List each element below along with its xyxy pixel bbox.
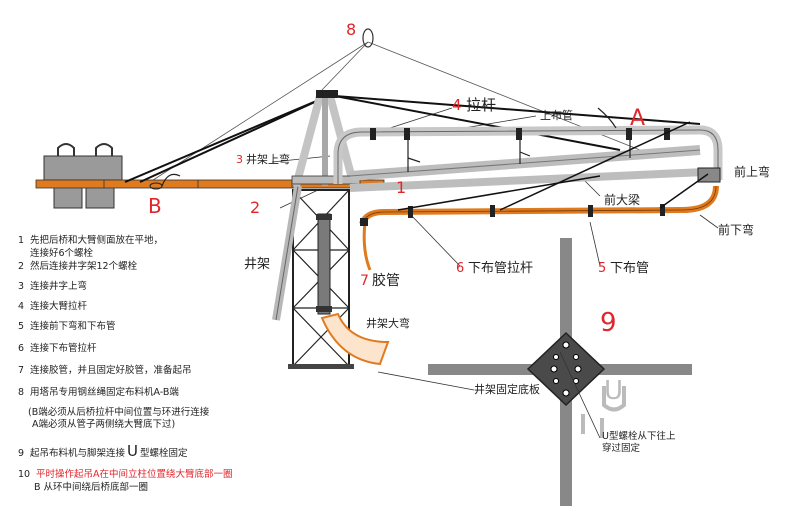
number-9: 9 [600,308,617,338]
lower-pipe-tie-rod-label: 下布管拉杆 [468,261,534,276]
mast-label: 井架 [244,257,271,272]
u-symbol: U [604,376,624,406]
point-a: A [630,106,646,131]
num-1: 1 [396,178,407,197]
a-note: A端必须从管子两侧绕大臂底下过) [32,419,176,430]
point-b: B [148,194,162,218]
b-note: (B端必须从后桥拉杆中间位置与环进行连接 [28,407,210,418]
mast [288,189,354,369]
lower-pipe-tie-rod-num: 6 [456,261,465,276]
front-main-beam-label: 前大梁 [604,193,641,207]
upper-pipe-label: 上布管 [540,109,573,122]
counterweights [43,143,123,209]
step-1b: 连接好6个螺栓 [30,248,94,259]
base-plate-label: 井架固定底板 [474,383,540,396]
hose [320,312,390,366]
u-bolt-note-1: U型螺栓从下往上 [602,431,676,442]
tie-rod-label: 拉杆 [466,96,497,114]
mast-big-bend-label: 井架大弯 [366,317,410,330]
front-upper-bend-label: 前上弯 [734,165,771,179]
upper-pipe [333,125,723,184]
num-2: 2 [250,198,261,217]
tie-rod-num: 4 [452,96,462,114]
step-10b: B 从环中间绕后桥底部一圈 [34,482,149,493]
u-bolt-note-2: 穿过固定 [602,443,641,454]
hose-label: 胶管 [372,273,400,289]
mast-upper-bend-label: 井架上弯 [246,153,290,166]
front-lower-bend-label: 前下弯 [718,223,755,237]
hose-num: 7 [360,273,369,289]
lower-pipe [359,121,719,226]
base-plate-cross [428,238,692,506]
top-number-8: 8 [346,20,357,39]
lower-pipe-num: 5 [598,261,607,276]
mast-upper-bend-num: 3 [236,153,243,166]
lower-pipe-label: 下布管 [610,261,650,276]
tie-rods [124,95,701,183]
